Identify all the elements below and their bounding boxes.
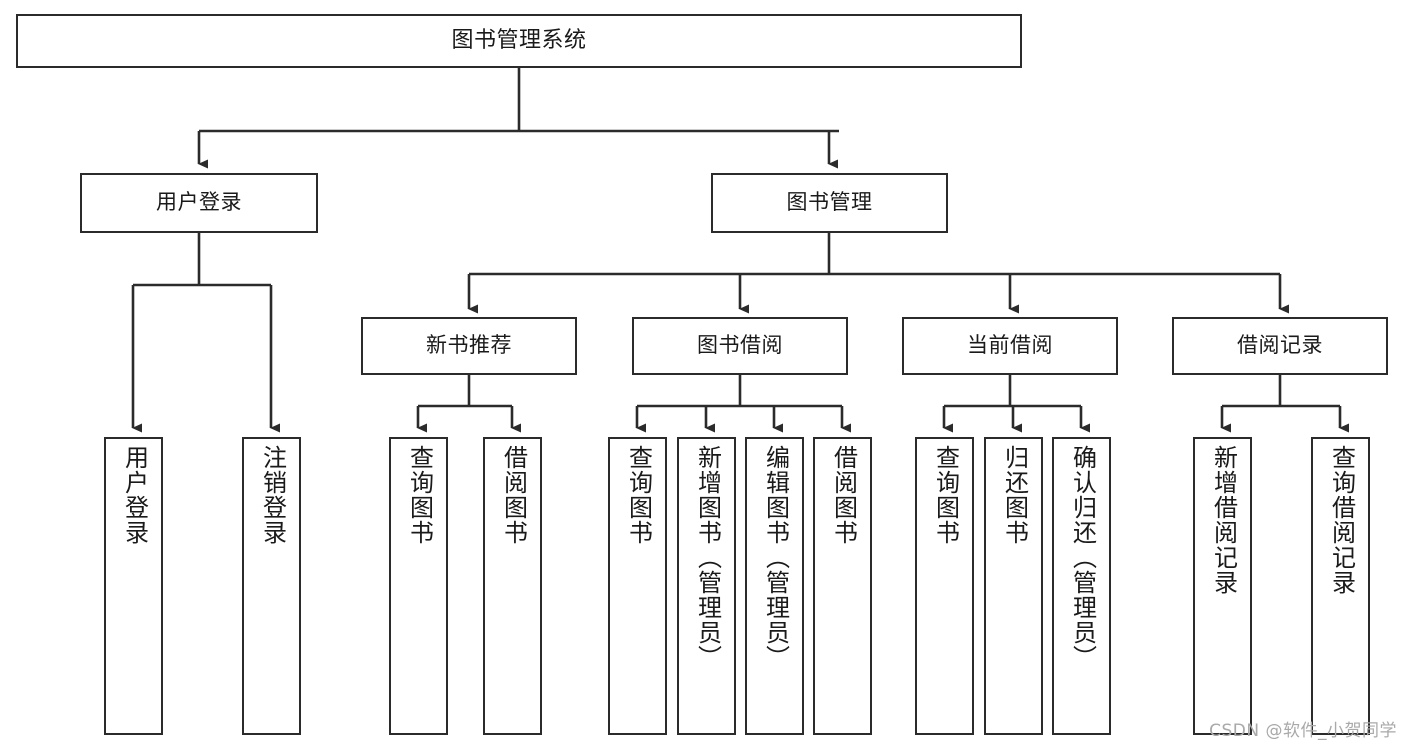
node-book-borrow-label: 图书借阅	[697, 333, 783, 358]
node-leaf-borrow-book-2-label: 借阅图书	[829, 445, 858, 545]
node-book-management-label: 图书管理	[786, 190, 873, 215]
node-leaf-query-book-1[interactable]: 查询图书	[389, 437, 448, 735]
node-leaf-add-record[interactable]: 新增借阅记录	[1193, 437, 1252, 735]
node-book-borrow[interactable]: 图书借阅	[632, 317, 848, 375]
node-leaf-add-record-label: 新增借阅记录	[1209, 445, 1238, 595]
node-current-borrow-label: 当前借阅	[967, 333, 1053, 358]
node-current-borrow[interactable]: 当前借阅	[902, 317, 1118, 375]
node-leaf-query-book-3-label: 查询图书	[931, 445, 960, 545]
node-leaf-confirm-return[interactable]: 确认归还（管理员）	[1052, 437, 1111, 735]
node-leaf-query-book-3[interactable]: 查询图书	[915, 437, 974, 735]
node-leaf-add-book-label: 新增图书（管理员）	[693, 445, 722, 670]
node-leaf-add-book[interactable]: 新增图书（管理员）	[677, 437, 736, 735]
node-leaf-query-book-2[interactable]: 查询图书	[608, 437, 667, 735]
node-leaf-logout-login-label: 注销登录	[258, 445, 287, 545]
node-leaf-return-book-label: 归还图书	[1000, 445, 1029, 545]
node-borrow-record-label: 借阅记录	[1237, 333, 1323, 358]
node-new-book-recommend-label: 新书推荐	[426, 333, 512, 358]
node-leaf-borrow-book-1[interactable]: 借阅图书	[483, 437, 542, 735]
node-new-book-recommend[interactable]: 新书推荐	[361, 317, 577, 375]
node-user-login[interactable]: 用户登录	[80, 173, 318, 233]
node-root-system-label: 图书管理系统	[451, 27, 587, 53]
node-leaf-return-book[interactable]: 归还图书	[984, 437, 1043, 735]
node-leaf-edit-book[interactable]: 编辑图书（管理员）	[745, 437, 804, 735]
node-leaf-query-book-1-label: 查询图书	[405, 445, 434, 545]
node-leaf-query-book-2-label: 查询图书	[624, 445, 653, 545]
node-leaf-confirm-return-label: 确认归还（管理员）	[1068, 445, 1097, 670]
node-root-system[interactable]: 图书管理系统	[16, 14, 1022, 68]
node-borrow-record[interactable]: 借阅记录	[1172, 317, 1388, 375]
node-leaf-user-login[interactable]: 用户登录	[104, 437, 163, 735]
node-book-management[interactable]: 图书管理	[711, 173, 948, 233]
node-leaf-query-record[interactable]: 查询借阅记录	[1311, 437, 1370, 735]
node-leaf-borrow-book-1-label: 借阅图书	[499, 445, 528, 545]
node-user-login-label: 用户登录	[156, 190, 242, 215]
node-leaf-user-login-label: 用户登录	[120, 445, 149, 545]
node-leaf-logout-login[interactable]: 注销登录	[242, 437, 301, 735]
node-leaf-edit-book-label: 编辑图书（管理员）	[761, 445, 790, 670]
node-leaf-borrow-book-2[interactable]: 借阅图书	[813, 437, 872, 735]
node-leaf-query-record-label: 查询借阅记录	[1327, 445, 1356, 595]
